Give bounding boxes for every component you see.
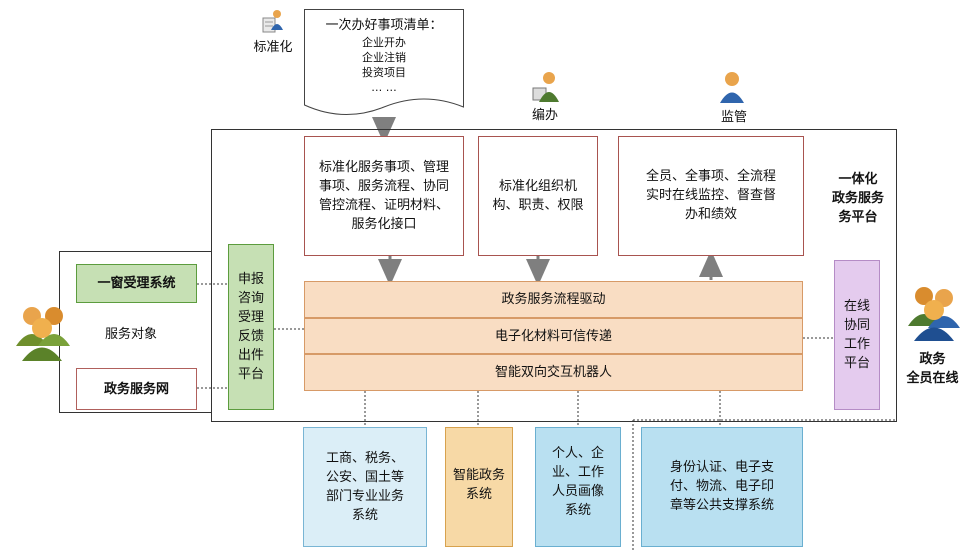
platform-title: 一体化 政务服务 务平台 [831,172,884,225]
core-layer-robot: 智能双向交互机器人 [304,354,803,391]
task-list-item: 投资项目 [362,66,406,79]
standard-services-box: 标准化服务事项、管理 事项、服务流程、协同 管控流程、证明材料、 服务化接口 [304,136,464,256]
task-list-item: 企业开办 [362,36,406,49]
core-layer-process: 政务服务流程驱动 [304,281,803,318]
service-target-group-icon [10,302,74,362]
collab-platform-box: 在线 协同 工作 平台 [834,260,880,410]
standardization-label: 标准化 [253,40,293,55]
portal-platform-box: 申报 咨询 受理 反馈 出件 平台 [228,244,274,410]
gov-network-box: 政务服务网 [76,368,197,410]
organization-box: 标准化组织机 构、职责、权限 [478,136,598,256]
service-target-frame [59,251,212,413]
staffing-person-icon [531,70,561,104]
document-person-icon [262,8,284,34]
task-list-document: 一次办好事项清单： 企业开办 企业注销 投资项目 … … [304,9,464,119]
task-list-item: 企业注销 [362,51,406,64]
supervision-person-icon [718,70,746,104]
staff-group-icon [904,282,966,342]
support-systems-box: 身份认证、电子支 付、物流、电子印 章等公共支撑系统 [641,427,803,547]
monitoring-box: 全员、全事项、全流程 实时在线监控、督查督 办和绩效 [618,136,804,256]
profiles-box: 个人、企 业、工作 人员画像 系统 [535,427,621,547]
core-layer-materials: 电子化材料可信传递 [304,318,803,354]
task-list-item: … … [371,81,397,94]
staff-online-label: 政务 全员在线 [906,352,959,386]
departments-box: 工商、税务、 公安、国土等 部门专业业务 系统 [303,427,427,547]
smart-gov-box: 智能政务 系统 [445,427,513,547]
staffing-label: 编办 [531,108,558,123]
integrated-platform-frame [211,129,897,422]
service-target-label: 服务对象 [104,327,157,342]
supervision-label: 监管 [720,110,747,125]
task-list-title: 一次办好事项清单： [325,18,443,33]
window-system-box: 一窗受理系统 [76,264,197,303]
